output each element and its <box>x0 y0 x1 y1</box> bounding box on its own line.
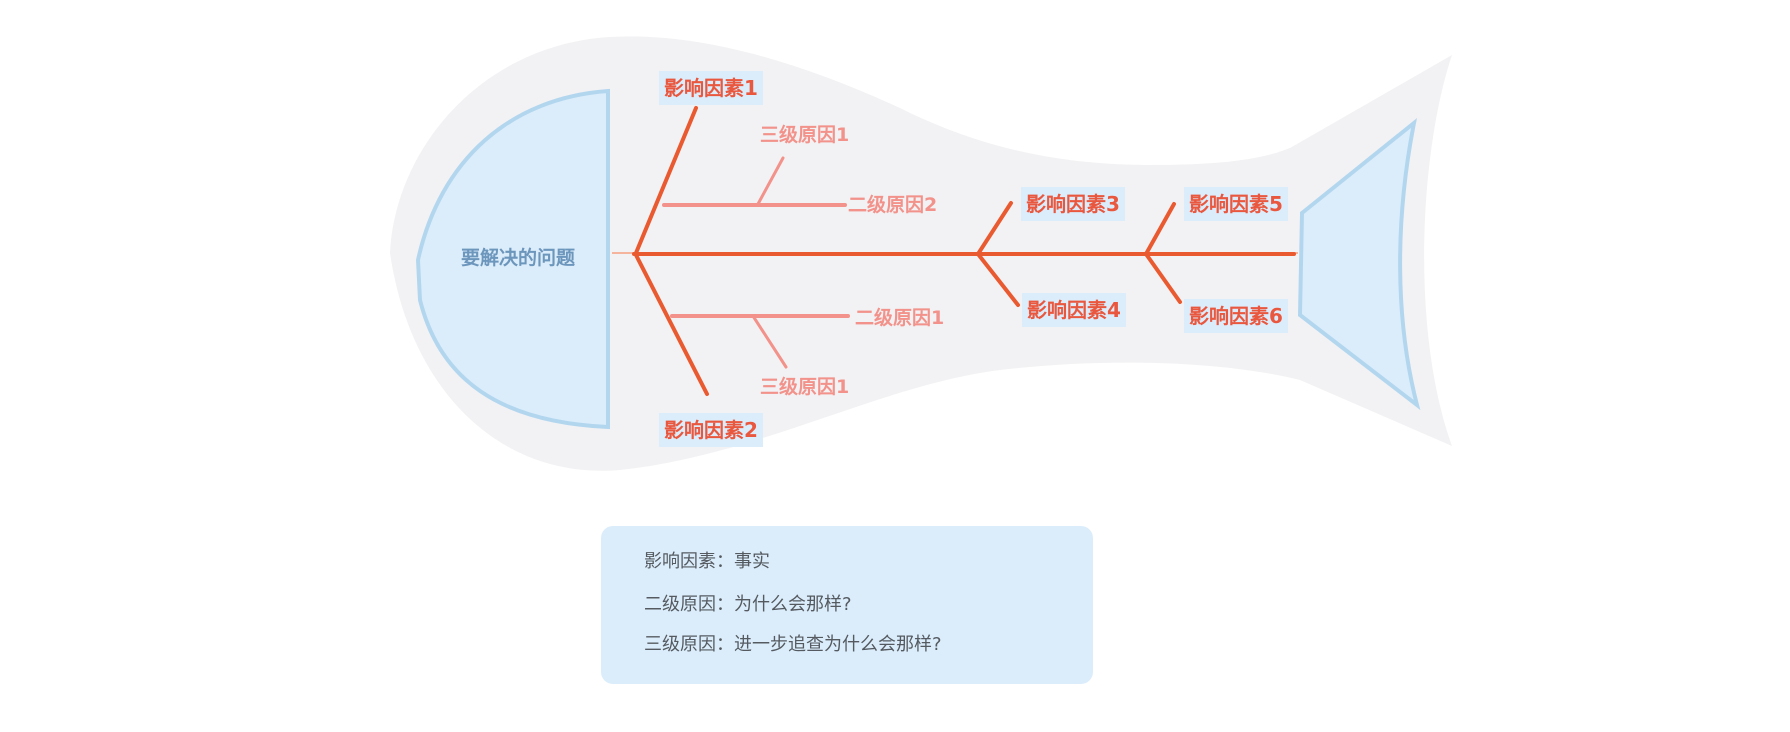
legend-row-secondary: 二级原因：为什么会那样? <box>644 594 852 615</box>
rib-tertiary-lower <box>751 314 788 369</box>
rib-factor-3 <box>976 201 1013 256</box>
rib-factor-1 <box>634 106 698 255</box>
rib-factor-6 <box>1144 252 1182 304</box>
factor-label-5: 影响因素5 <box>1184 187 1288 221</box>
fish-head <box>415 88 610 430</box>
factor-label-1: 影响因素1 <box>659 71 763 105</box>
factor-label-2: 影响因素2 <box>659 413 763 447</box>
fish-tail <box>1297 118 1421 411</box>
rib-tertiary-upper <box>756 156 785 206</box>
rib-factor-2 <box>634 253 709 396</box>
secondary-cause-upper: 二级原因2 <box>848 194 938 216</box>
legend-row-tertiary: 三级原因：进一步追查为什么会那样? <box>644 634 942 655</box>
factor-label-6: 影响因素6 <box>1184 299 1288 333</box>
legend-box: 影响因素：事实 二级原因：为什么会那样? 三级原因：进一步追查为什么会那样? <box>601 526 1093 684</box>
factor-label-3: 影响因素3 <box>1021 187 1125 221</box>
problem-label: 要解决的问题 <box>461 247 576 269</box>
secondary-cause-lower: 二级原因1 <box>855 307 945 329</box>
tertiary-cause-lower: 三级原因1 <box>760 376 850 398</box>
tertiary-cause-upper: 三级原因1 <box>760 124 850 146</box>
rib-factor-5 <box>1144 202 1176 256</box>
rib-factor-4 <box>976 252 1020 307</box>
legend-row-factor: 影响因素：事实 <box>644 551 770 572</box>
factor-label-4: 影响因素4 <box>1022 293 1126 327</box>
